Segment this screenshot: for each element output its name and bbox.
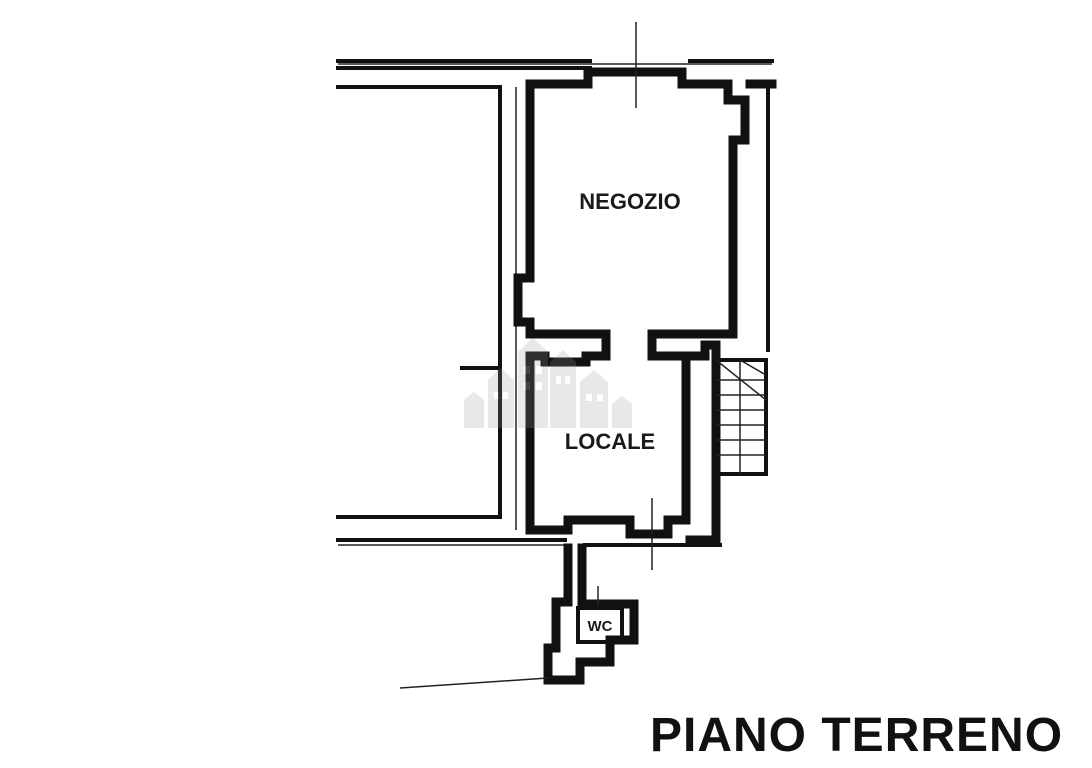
- floor-plan-title: PIANO TERRENO: [650, 709, 1064, 762]
- courtyard-outline: [336, 85, 517, 530]
- negozio-room: [513, 22, 777, 545]
- room-label-wc: WC: [588, 618, 613, 635]
- buildings-icon: [464, 338, 632, 428]
- staircase: [714, 358, 768, 476]
- room-label-negozio: NEGOZIO: [579, 189, 680, 214]
- room-label-locale: LOCALE: [565, 429, 655, 454]
- top-boundary-wall: [336, 59, 774, 70]
- bottom-boundary-wall: [336, 538, 722, 547]
- wc-annex: [399, 543, 639, 689]
- locale-room: [525, 351, 705, 570]
